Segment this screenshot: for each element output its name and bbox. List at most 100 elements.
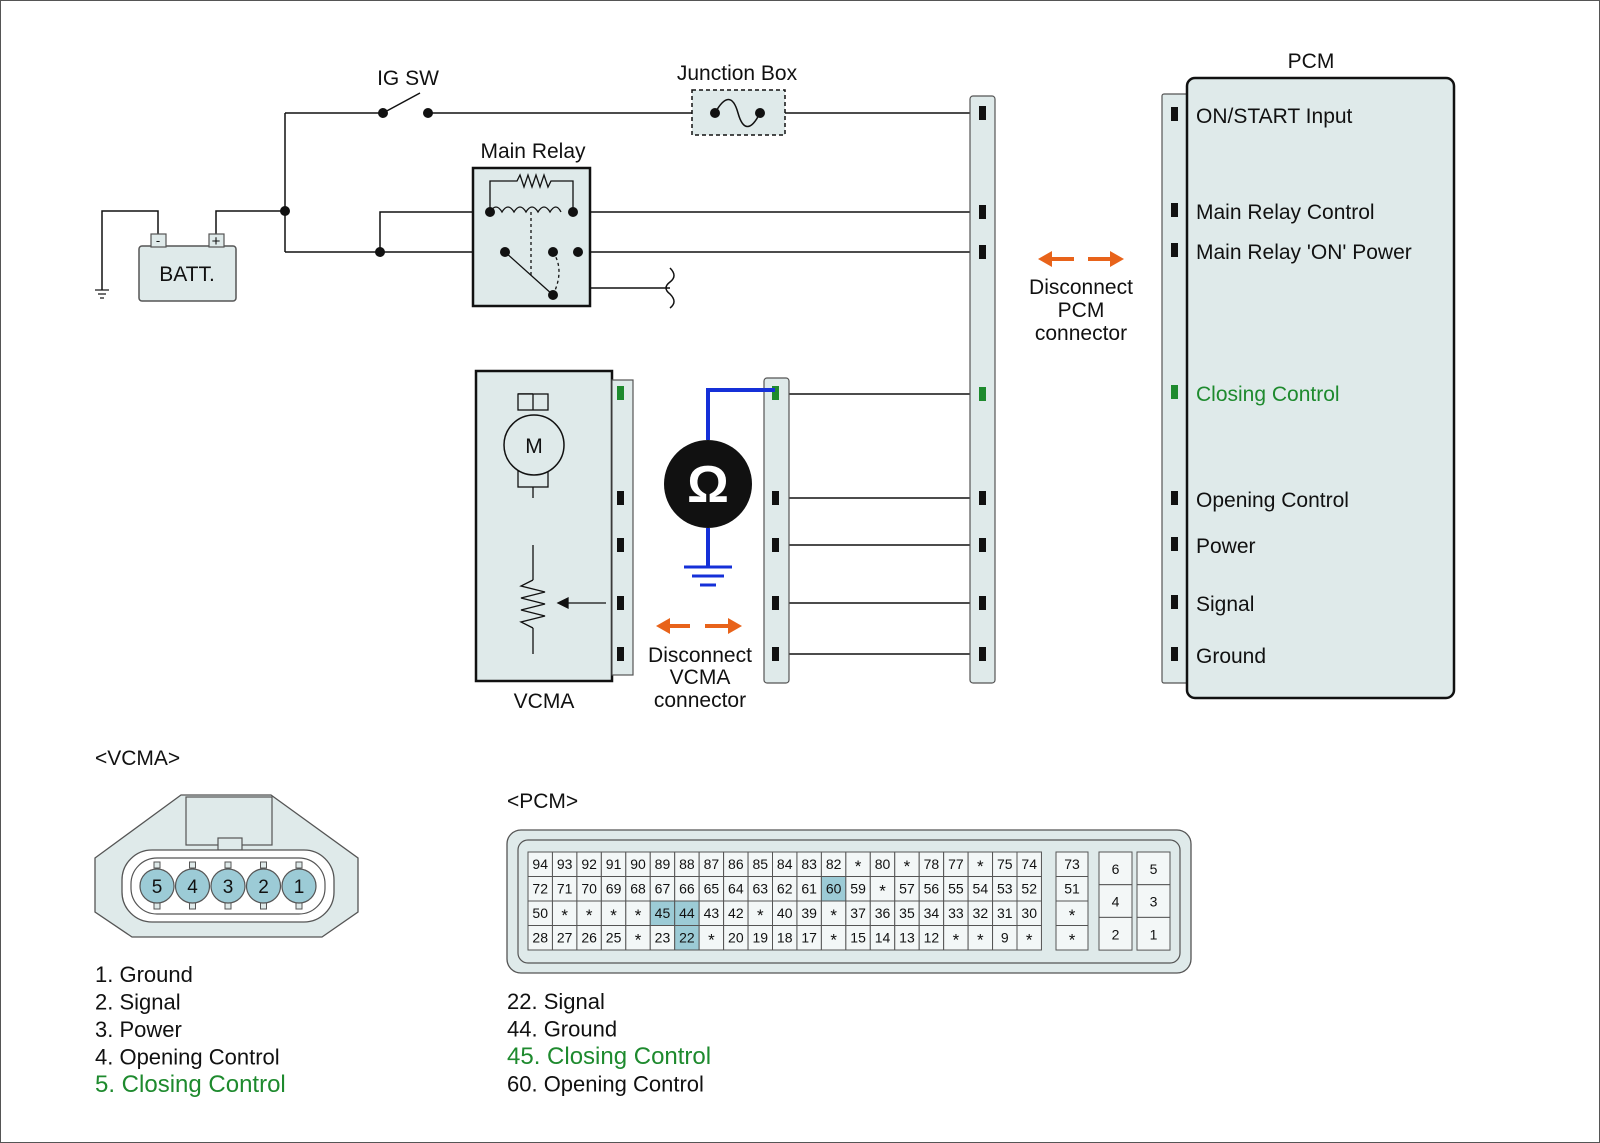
pcm-pin-number: * [830, 906, 837, 925]
main-relay-label: Main Relay [480, 140, 586, 163]
pcm-pin-marker [1171, 243, 1178, 257]
pcm-grid-cell [747, 851, 773, 877]
switch-icon: IG SW [377, 67, 439, 118]
pcm-side-cell [1055, 925, 1089, 951]
pcm-grid-cell [527, 851, 553, 877]
pcm-grid-cell [894, 876, 920, 902]
pcm-pin-number: 43 [704, 905, 720, 921]
pcm-pin-number: * [977, 857, 984, 876]
pcm-pin-number: 54 [973, 881, 989, 897]
pcm-pin-number: 22 [679, 930, 695, 946]
pcm-pin-number: 36 [875, 905, 891, 921]
junction-box-label: Junction Box [677, 62, 798, 85]
pcm-pin-label: Signal [1196, 593, 1254, 616]
pcm-pin-number: 34 [924, 905, 940, 921]
ground-icon [95, 289, 109, 299]
legend-item: 5. Closing Control [95, 1071, 286, 1098]
pcm-pin-number: 6 [1112, 861, 1120, 877]
pcm-pin-label: Main Relay Control [1196, 201, 1375, 224]
pcm-pin-label: Ground [1196, 645, 1266, 668]
pcm-pin-number: * [610, 906, 617, 925]
pcm-grid-cell [992, 851, 1018, 877]
pcm-grid-cell [698, 900, 725, 926]
pcm-grid-cell [1016, 876, 1042, 902]
pcm-pin-number: 23 [655, 930, 671, 946]
pcm-grid-cell [943, 900, 969, 926]
pcm-small-cell [1098, 851, 1133, 886]
battery-label: BATT. [159, 263, 215, 286]
pcm-pin-number: 53 [997, 881, 1013, 897]
pcm-pin-number: * [635, 906, 642, 925]
pcm-pin-number: 3 [1150, 894, 1158, 910]
vcma-pin [174, 868, 211, 904]
pcm-grid-cell [796, 925, 822, 951]
pcm-pin-label: ON/START Input [1196, 105, 1353, 128]
pcm-pin-marker [1171, 107, 1178, 121]
pcm-pin-marker [1171, 491, 1178, 505]
pcm-pin-number: 57 [899, 881, 915, 897]
pcm-pin-number: 63 [752, 881, 768, 897]
pcm-grid-cell [1016, 925, 1042, 951]
pcm-grid-cell [576, 925, 602, 951]
pcm-pin-number: 69 [606, 881, 622, 897]
pcm-grid-cell [551, 876, 578, 902]
pcm-pin-number: 45 [655, 905, 671, 921]
vcma-pin-number: 1 [294, 877, 305, 898]
pcm-pin-number: 30 [1021, 905, 1037, 921]
pcm-pin-number: * [1069, 931, 1076, 950]
pcm-pin-number: 68 [630, 881, 646, 897]
pcm-pin-number: 35 [899, 905, 915, 921]
pcm-pin-number: 88 [679, 856, 695, 872]
svg-text:VCMA: VCMA [670, 666, 731, 689]
pcm-pin-number: 66 [679, 881, 695, 897]
pcm-grid-cell [527, 925, 553, 951]
pcm-pin-number: 67 [655, 881, 671, 897]
pcm-pin-number: * [561, 906, 568, 925]
pcm-grid-cell [772, 925, 798, 951]
pcm-pin-label: Opening Control [1196, 489, 1349, 512]
pcm-pin-number: 31 [997, 905, 1013, 921]
pcm-pin-number: 14 [875, 930, 891, 946]
pcm-pin-marker [1171, 537, 1178, 551]
pcm-pin-number: * [1026, 931, 1033, 950]
pcm-pin-number: 27 [557, 930, 573, 946]
pin-latch [189, 902, 196, 910]
meter-ground-icon [684, 565, 732, 587]
pcm-label: PCM [1288, 50, 1335, 73]
pcm-side-cell [1055, 900, 1089, 926]
svg-text:connector: connector [1035, 322, 1127, 345]
pcm-pin-number: 86 [728, 856, 744, 872]
pcm-pin-number: 65 [704, 881, 720, 897]
pcm-side-cell [1055, 876, 1089, 902]
fuse-icon [710, 98, 765, 128]
pcm-pin-number: 51 [1064, 881, 1080, 897]
pcm-pin-number: 13 [899, 930, 915, 946]
pcm-grid-cell [992, 900, 1018, 926]
pcm-pin-number: 94 [532, 856, 548, 872]
pcm-pin-number: * [977, 931, 984, 950]
vcma-connector-title: <VCMA> [95, 747, 180, 770]
pcm-grid-cell [845, 925, 871, 951]
vcma-pin [210, 868, 246, 904]
pcm-grid-cell [1016, 851, 1042, 877]
legend-item: 60. Opening Control [507, 1072, 704, 1097]
pcm-grid-cell [772, 900, 798, 926]
pcm-pin-number: 40 [777, 905, 793, 921]
pcm-pin-number: * [586, 906, 593, 925]
pcm-pin-number: 62 [777, 881, 793, 897]
pcm-pin-number: 72 [532, 881, 548, 897]
pcm-pin-marker [1171, 595, 1178, 609]
pcm-grid-cell [845, 851, 871, 877]
pcm-pin-number: * [953, 931, 960, 950]
pcm-grid-cell [967, 876, 994, 902]
pcm-grid-cell [918, 925, 945, 951]
pcm-grid-cell [527, 876, 553, 902]
pcm-pin-number: 74 [1021, 856, 1037, 872]
pcm-grid-cell [967, 925, 994, 951]
pcm-grid-cell [551, 900, 578, 926]
